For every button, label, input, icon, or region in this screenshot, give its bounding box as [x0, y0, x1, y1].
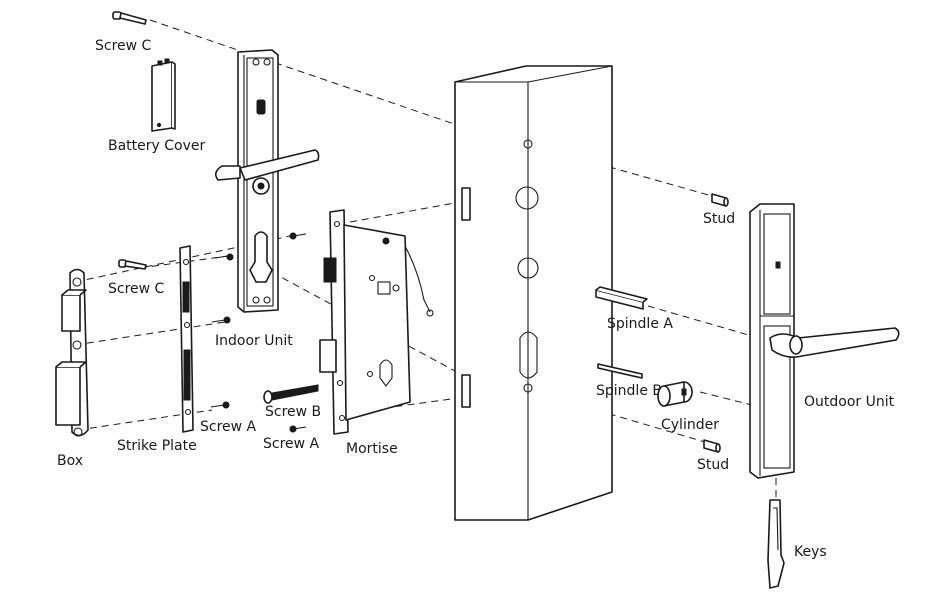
- strike-plate-label: Strike Plate: [117, 438, 197, 454]
- screw-a-set: [210, 232, 307, 433]
- keys-label: Keys: [794, 544, 827, 560]
- stud-top: [711, 193, 729, 207]
- stud-bottom: [703, 439, 721, 453]
- screw-c-left: [118, 259, 147, 270]
- cylinder: [657, 381, 693, 407]
- stud-bottom-label: Stud: [697, 457, 729, 473]
- spindle-b: [597, 363, 643, 379]
- screw-a-2: [211, 316, 231, 324]
- door: [454, 65, 613, 521]
- indoor-unit: [214, 49, 320, 313]
- screw-a-left-label: Screw A: [200, 419, 257, 435]
- spindle-b-label: Spindle B: [596, 383, 662, 399]
- screw-a-1: [214, 253, 234, 261]
- mortise-label: Mortise: [346, 441, 398, 457]
- keys: [767, 499, 785, 589]
- screw-a-5: [289, 425, 307, 433]
- strike-plate: [179, 245, 194, 433]
- outdoor-unit: [749, 203, 900, 479]
- battery-cover-label: Battery Cover: [108, 138, 206, 154]
- indoor-unit-label: Indoor Unit: [215, 333, 293, 349]
- battery-cover: [151, 58, 176, 132]
- spindle-a: [595, 286, 648, 310]
- screw-a-bottom-label: Screw A: [263, 436, 320, 452]
- spindle-a-label: Spindle A: [607, 316, 673, 332]
- screw-b: [263, 384, 319, 404]
- screw-c-left-label: Screw C: [108, 281, 165, 297]
- cylinder-label: Cylinder: [661, 417, 719, 433]
- outdoor-unit-label: Outdoor Unit: [804, 394, 895, 410]
- screw-a-3: [210, 401, 230, 409]
- screw-c-top: [112, 11, 147, 25]
- box-label: Box: [57, 453, 83, 469]
- screw-b-label: Screw B: [265, 404, 321, 420]
- stud-top-label: Stud: [703, 211, 735, 227]
- screw-c-top-label: Screw C: [95, 38, 152, 54]
- box: [55, 268, 89, 437]
- mortise: [319, 209, 434, 435]
- screw-a-4: [289, 232, 307, 240]
